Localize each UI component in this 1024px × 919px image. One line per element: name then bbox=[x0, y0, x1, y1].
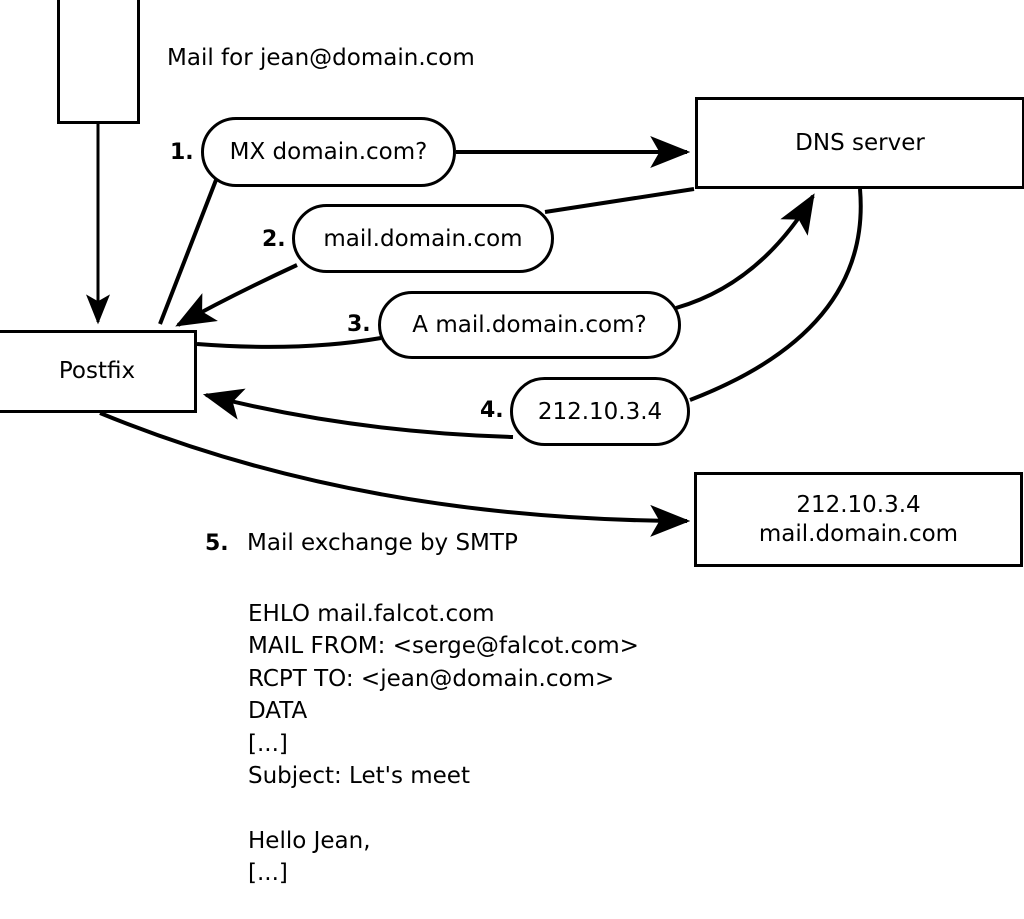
smtp-transcript-line: [...] bbox=[248, 860, 288, 887]
smtp-transcript-line: EHLO mail.falcot.com bbox=[248, 601, 495, 627]
arrow-step3-to-dns bbox=[675, 193, 815, 310]
node-target-ip: 212.10.3.4 bbox=[796, 492, 921, 519]
connector-dns-to-step2 bbox=[544, 187, 695, 214]
smtp-transcript-line: MAIL FROM: <serge@falcot.com> bbox=[248, 633, 639, 660]
arrow-step2-to-postfix bbox=[175, 263, 298, 327]
label-step5-mail-exchange: Mail exchange by SMTP bbox=[247, 530, 518, 556]
connector-postfix-to-step3 bbox=[196, 336, 382, 349]
message-bubble-step3[interactable]: A mail.domain.com? bbox=[378, 291, 681, 359]
node-postfix-label: Postfix bbox=[58, 358, 136, 385]
smtp-transcript-line bbox=[248, 792, 639, 824]
step-number-1: 1. bbox=[170, 140, 194, 165]
node-dns-server[interactable]: DNS server bbox=[695, 97, 1024, 189]
step-number-4: 4. bbox=[480, 398, 504, 423]
node-postfix[interactable]: Postfix bbox=[0, 330, 197, 413]
step-number-2: 2. bbox=[262, 227, 286, 252]
node-client-workstation[interactable] bbox=[57, 0, 140, 124]
node-target-hostname: mail.domain.com bbox=[758, 520, 959, 547]
arrow-postfix-to-target bbox=[99, 411, 691, 537]
smtp-transcript-line: Hello Jean, bbox=[248, 827, 371, 854]
step-number-5: 5. bbox=[205, 531, 229, 556]
smtp-transcript-line: DATA bbox=[248, 698, 308, 725]
smtp-transcript-line bbox=[248, 890, 639, 919]
connector-dns-to-step4 bbox=[689, 188, 863, 402]
step-number-3: 3. bbox=[347, 312, 371, 337]
smtp-transcript-line: Subject: Let's meet bbox=[248, 763, 470, 790]
node-dns-server-label: DNS server bbox=[795, 129, 925, 156]
message-bubble-step1[interactable]: MX domain.com? bbox=[201, 117, 456, 187]
connector-postfix-to-step1 bbox=[158, 179, 218, 325]
arrow-step4-to-postfix bbox=[202, 388, 514, 439]
smtp-transcript-line: RCPT TO: <jean@domain.com> bbox=[248, 665, 615, 692]
node-target-mail-server[interactable]: 212.10.3.4 mail.domain.com bbox=[694, 472, 1023, 567]
message-bubble-step2[interactable]: mail.domain.com bbox=[292, 204, 554, 273]
message-bubble-step4[interactable]: 212.10.3.4 bbox=[510, 377, 690, 446]
label-mail-for-recipient: Mail for jean@domain.com bbox=[167, 45, 475, 71]
smtp-transcript-line: [...] bbox=[248, 730, 288, 757]
